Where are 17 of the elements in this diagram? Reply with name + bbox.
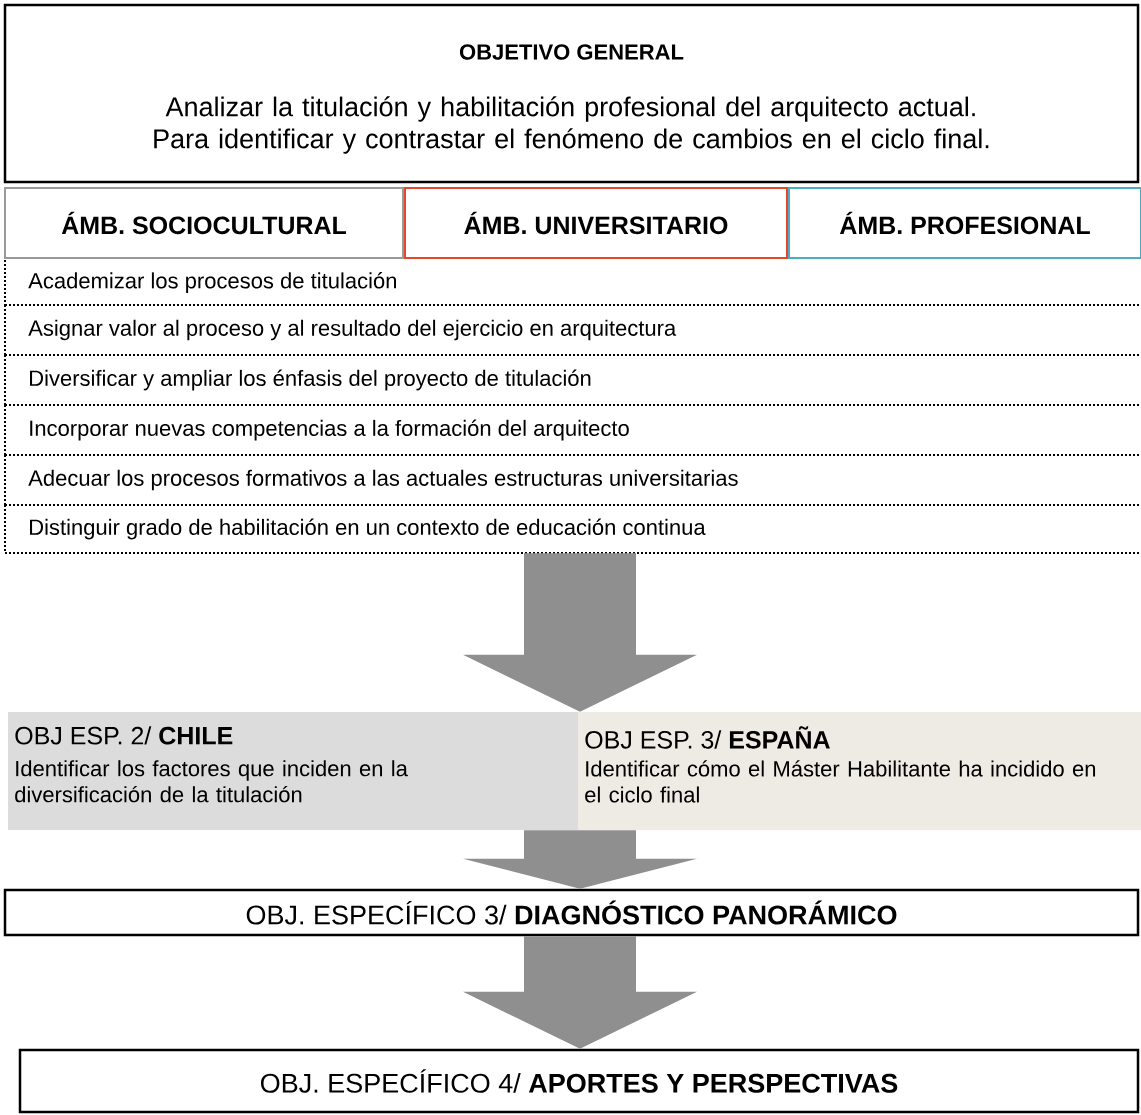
block-arrow (463, 830, 697, 889)
objective-box: OBJETIVO GENERAL Analizar la titulación y habilitación profesional del arquitecto actual. Para identificar y contrastar el fenómeno de cambios en el ciclo final. (3, 3, 1140, 184)
objective-box: OBJ ESP. 3/ ESPAÑA Identificar cómo el Máster Habilitante ha incidido en el ciclo final (578, 712, 1141, 830)
block-arrow (463, 936, 697, 1049)
objective-box: OBJ ESP. 2/ CHILE Identificar los factores que inciden en la diversificación de la titulación (8, 712, 582, 830)
scope-box: ÁMB. SOCIOCULTURAL (4, 187, 404, 259)
list-row: Incorporar nuevas competencias a la formación del arquitecto (4, 404, 1141, 456)
list-row: Asignar valor al proceso y al resultado del ejercicio en arquitectura (4, 304, 1141, 356)
block-arrow (463, 553, 697, 712)
objective-box: OBJ. ESPECÍFICO 4/ APORTES Y PERSPECTIVAS (18, 1048, 1140, 1114)
scope-box: ÁMB. UNIVERSITARIO (404, 187, 788, 259)
list-row: Academizar los procesos de titulación (4, 259, 1141, 306)
objective-box: OBJ. ESPECÍFICO 3/ DIAGNÓSTICO PANORÁMICO (3, 888, 1140, 937)
scope-box: ÁMB. PROFESIONAL (788, 187, 1141, 259)
list-row: Diversificar y ampliar los énfasis del proyecto de titulación (4, 354, 1141, 406)
list-row: Adecuar los procesos formativos a las actuales estructuras universitarias (4, 454, 1141, 506)
list-row: Distinguir grado de habilitación en un contexto de educación continua (4, 504, 1141, 554)
